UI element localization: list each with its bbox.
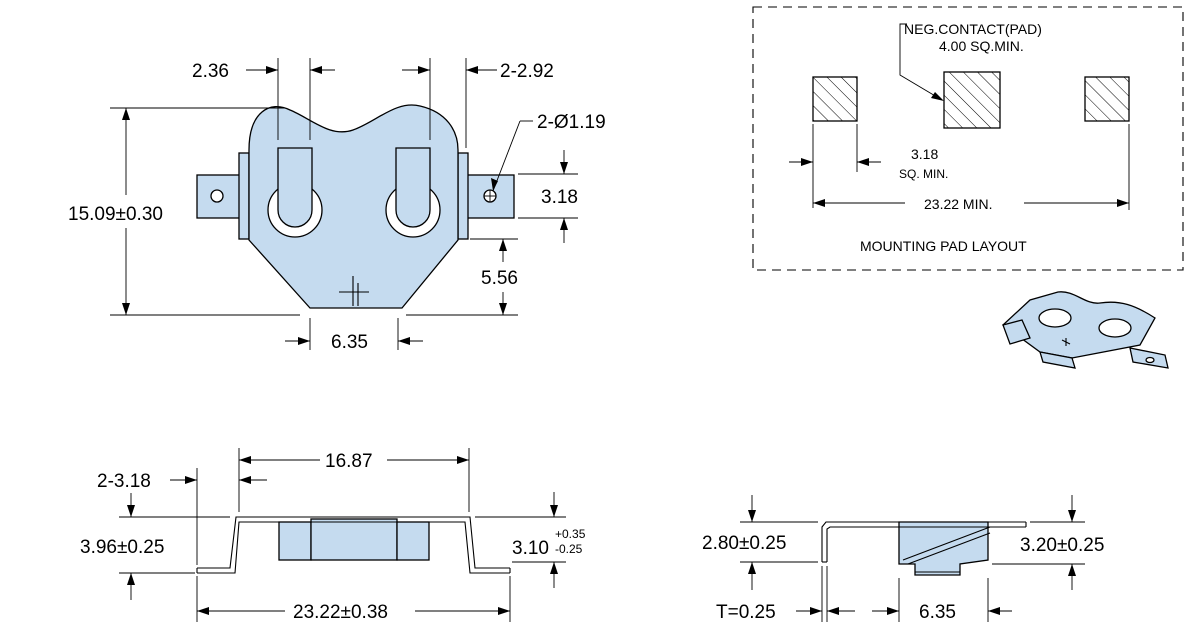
dim-slot-width: 2-2.92 — [500, 61, 554, 82]
left-contact-slot — [277, 147, 313, 228]
iso-left-hole — [1038, 308, 1072, 328]
left-tab-hole — [210, 189, 224, 203]
dim-tab-to-bottom: 5.56 — [481, 268, 518, 289]
isometric-view — [1001, 291, 1169, 369]
dim-total-width: 23.22±0.38 — [293, 602, 388, 623]
dim-pad-size-note: SQ. MIN. — [899, 167, 948, 181]
left-pad — [812, 76, 858, 122]
right-pad — [1084, 76, 1130, 122]
dim-body-tol-minus: -0.25 — [555, 542, 583, 556]
right-flange — [457, 152, 469, 240]
side-frame — [821, 521, 1026, 562]
dim-pad-size: 3.18 — [911, 146, 938, 162]
dim-span: 23.22 MIN. — [924, 196, 992, 212]
pad-layout-caption: MOUNTING PAD LAYOUT — [860, 238, 1027, 254]
callout-neg-contact: NEG.CONTACT(PAD) — [904, 21, 1042, 37]
top-view: 2.36 2-2.92 2-Ø1.19 15.09±0.30 3.18 — [68, 58, 606, 353]
dim-tab-height: 3.18 — [541, 187, 578, 208]
dim-leg: 2-3.18 — [97, 471, 151, 492]
right-contact-slot — [395, 147, 431, 228]
front-body — [310, 518, 398, 561]
dim-height: 3.96±0.25 — [80, 537, 164, 558]
left-flange — [238, 152, 250, 240]
dim-body-tol-plus: +0.35 — [555, 527, 586, 541]
iso-body — [1001, 291, 1156, 359]
dim-tab-width: 2.36 — [192, 61, 229, 82]
dim-right-height: 3.20±0.25 — [1020, 535, 1104, 556]
iso-tab-left — [1002, 319, 1031, 345]
dim-hole: 2-Ø1.19 — [537, 112, 606, 133]
dim-thickness: T=0.25 — [716, 602, 776, 623]
front-contact-left — [278, 521, 312, 561]
dim-top-width: 16.87 — [325, 451, 373, 472]
mounting-pad-layout: NEG.CONTACT(PAD) 4.00 SQ.MIN. 3.18 SQ. M… — [752, 6, 1184, 271]
iso-right-hole — [1098, 318, 1132, 338]
side-view: 2.80±0.25 3.20±0.25 T=0.25 6.35 — [702, 495, 1104, 623]
front-contact-right — [396, 521, 430, 561]
center-pad — [943, 71, 1001, 129]
pad-layout-frame — [752, 6, 1184, 271]
dim-height-total: 15.09±0.30 — [68, 204, 163, 225]
dim-body-base: 3.10 — [512, 538, 549, 559]
front-view: 16.87 2-3.18 3.96±0.25 3.10 +0.35 -0.25 — [80, 448, 586, 623]
front-frame — [197, 521, 510, 574]
side-body — [898, 521, 989, 576]
dim-bottom-width: 6.35 — [331, 332, 368, 353]
callout-pad-size: 4.00 SQ.MIN. — [939, 38, 1024, 54]
dim-width: 6.35 — [919, 602, 956, 623]
dim-left-height: 2.80±0.25 — [702, 533, 786, 554]
